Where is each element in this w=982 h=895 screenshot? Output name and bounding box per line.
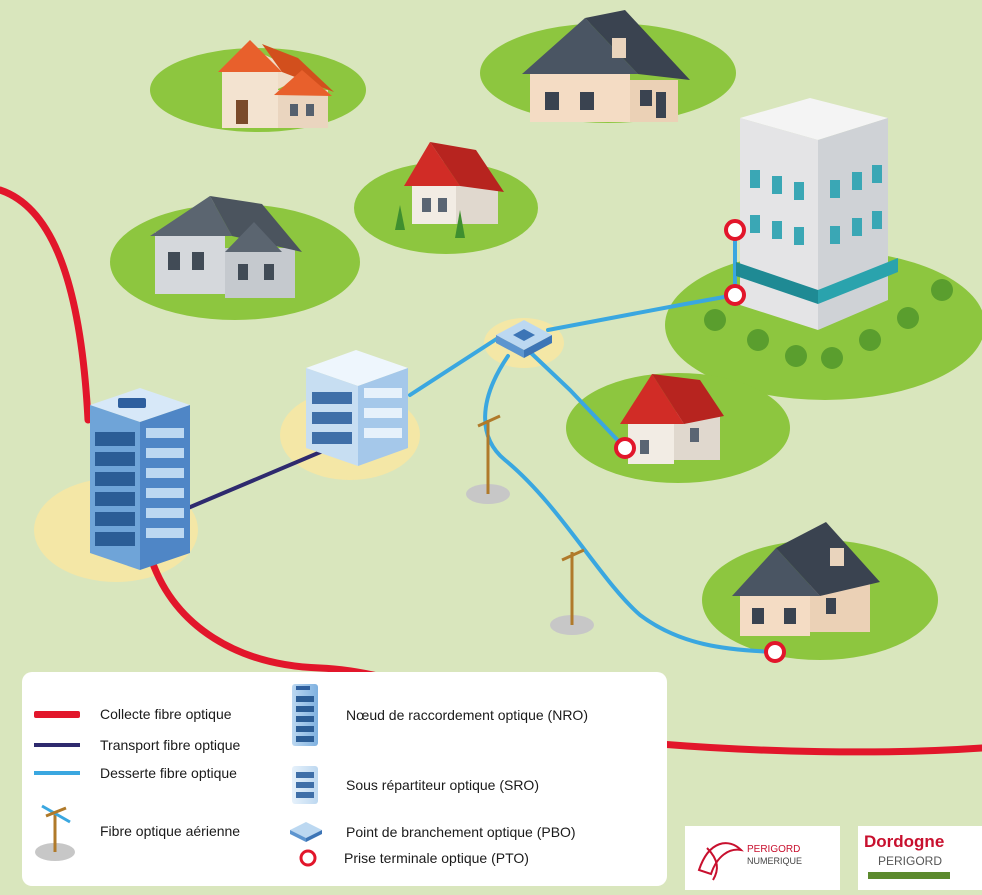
utility-pole-icon <box>466 414 510 504</box>
nro-rack-icon <box>292 684 318 746</box>
desserte-cable <box>546 293 737 332</box>
legend-item-transport: Transport fibre optique <box>34 737 240 753</box>
legend-item-aerienne: Fibre optique aérienne <box>30 800 240 862</box>
apartment-building <box>736 98 898 330</box>
sro-cabinet-icon <box>306 350 408 466</box>
house-dark-roof-bottom <box>732 522 880 636</box>
legend-label: Point de branchement optique (PBO) <box>346 824 576 840</box>
legend-label: Desserte fibre optique <box>100 765 237 781</box>
legend-item-sro: Sous répartiteur optique (SRO) <box>288 762 539 808</box>
legend-label: Transport fibre optique <box>100 737 241 753</box>
collecte-swatch <box>34 711 80 718</box>
house-grey-large <box>150 196 302 298</box>
pto-ring-icon <box>764 641 786 663</box>
legend-label: Nœud de raccordement optique (NRO) <box>346 707 588 723</box>
transport-cable <box>186 446 332 510</box>
logo-text: PERIGORD <box>878 854 943 868</box>
pbo-box-icon <box>496 320 552 358</box>
legend-item-desserte: Desserte fibre optique <box>34 765 237 781</box>
legend-item-collecte: Collecte fibre optique <box>34 706 232 722</box>
aerial-poles <box>466 414 594 635</box>
legend-item-pbo: Point de branchement optique (PBO) <box>288 820 576 844</box>
tree-icon <box>704 309 726 331</box>
legend-panel: Collecte fibre optique Transport fibre o… <box>22 672 667 886</box>
logo-bar <box>868 872 950 879</box>
desserte-cable <box>528 350 627 450</box>
dordogne-perigord-logo: Dordogne PERIGORD <box>858 826 982 890</box>
legend-label: Sous répartiteur optique (SRO) <box>346 777 539 793</box>
house-red-roof-mid <box>395 142 504 238</box>
tree-icon <box>859 329 881 351</box>
pto-markers <box>614 219 786 663</box>
tree-icon <box>931 279 953 301</box>
pto-ring-icon <box>614 437 636 459</box>
logo-text: NUMERIQUE <box>747 856 803 866</box>
legend-label: Prise terminale optique (PTO) <box>344 850 529 866</box>
tree-icon <box>897 307 919 329</box>
logo-text: Dordogne <box>864 832 945 851</box>
pto-ring-icon <box>299 849 317 867</box>
utility-pole-icon <box>550 548 594 635</box>
perigord-numerique-logo: PERIGORD NUMERIQUE <box>685 826 840 890</box>
pto-ring-icon <box>724 284 746 306</box>
house-dark-roof-top <box>522 10 690 122</box>
house-orange-roof <box>218 40 334 128</box>
tree-icon <box>785 345 807 367</box>
collecte-cable <box>0 186 92 424</box>
tree-icon <box>821 347 843 369</box>
perigord-numerique-emblem-icon <box>697 842 744 881</box>
desserte-swatch <box>34 771 80 775</box>
desserte-cable <box>408 336 500 397</box>
trees <box>704 279 953 369</box>
house-red-roof-right <box>620 374 724 464</box>
legend-label: Fibre optique aérienne <box>100 823 241 839</box>
tree-icon <box>747 329 769 351</box>
sro-cabinet-icon <box>292 766 318 804</box>
pto-ring-icon <box>724 219 746 241</box>
utility-pole-icon <box>35 804 75 861</box>
pbo-box-icon <box>290 822 322 842</box>
transport-swatch <box>34 743 80 747</box>
nro-rack-icon <box>90 388 190 570</box>
legend-item-nro: Nœud de raccordement optique (NRO) <box>288 680 588 750</box>
legend-label: Collecte fibre optique <box>100 706 232 722</box>
logo-text: PERIGORD <box>747 844 801 855</box>
legend-item-pto: Prise terminale optique (PTO) <box>298 848 529 868</box>
